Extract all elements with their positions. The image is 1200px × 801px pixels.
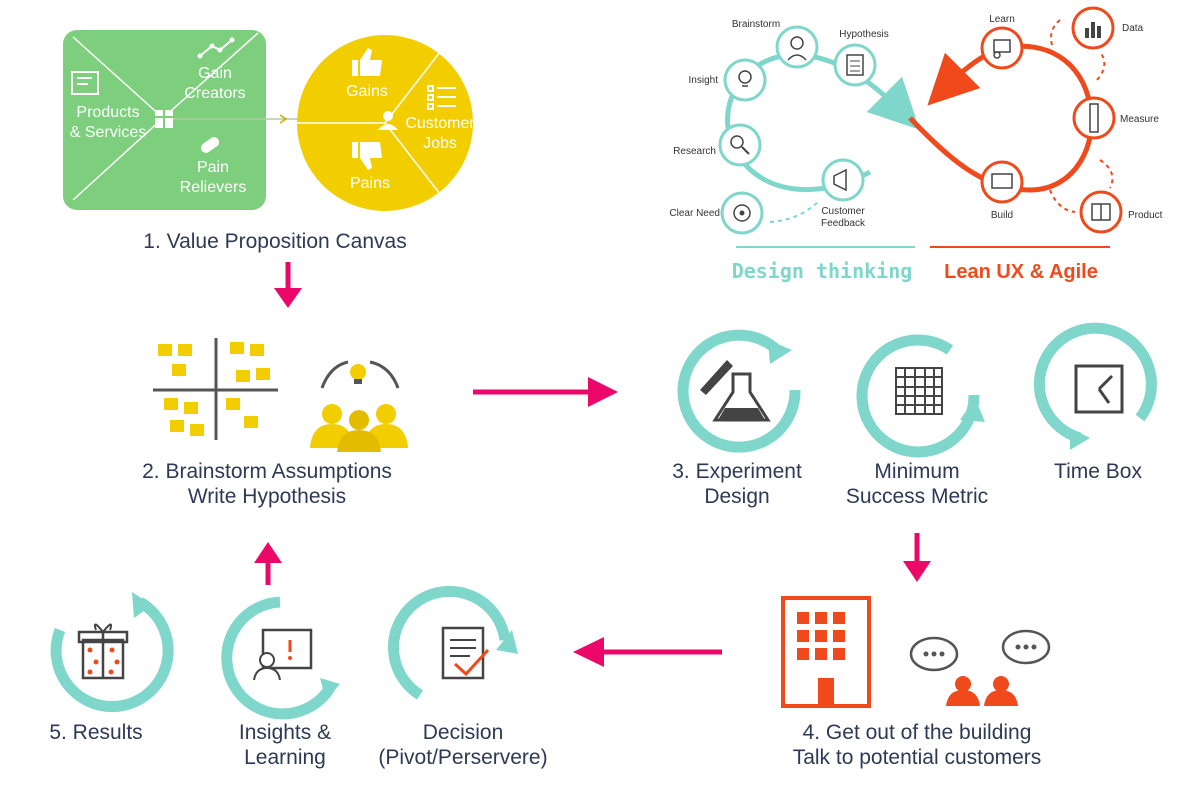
brainstorm-node	[775, 25, 819, 69]
hypothesis-node	[833, 43, 877, 87]
build-node	[980, 160, 1024, 204]
insight-node-label: Insight	[689, 75, 719, 86]
research-node	[718, 123, 762, 167]
flow-arrow-3-to-4	[903, 533, 931, 582]
step-1-label: 1. Value Proposition Canvas	[143, 230, 406, 253]
step-4-label-2: Talk to potential customers	[793, 746, 1042, 769]
pains-label: Pains	[350, 175, 390, 192]
brainstorm-node-label: Brainstorm	[732, 19, 780, 30]
customer-feedback-label-1: Customer	[821, 206, 865, 217]
pain-relievers-icon	[200, 137, 220, 153]
learn-node	[980, 26, 1024, 70]
data-node	[1071, 6, 1115, 50]
pain-relievers-label-2: Relievers	[180, 179, 247, 196]
step-2-label-2: Write Hypothesis	[188, 485, 346, 508]
checklist-icon	[427, 85, 456, 110]
decision-icon	[388, 585, 518, 700]
team-ideas-icon	[310, 360, 408, 452]
metric-label-2: Success Metric	[846, 485, 988, 508]
clear-need-node-label: Clear Need	[669, 208, 720, 219]
thumbs-down-icon	[352, 142, 382, 170]
time-box-icon	[1033, 322, 1157, 450]
gift-box-icon	[155, 110, 173, 128]
customer-jobs-label-2: Jobs	[423, 135, 457, 152]
insights-icon	[221, 596, 340, 720]
brainstorm-matrix-icon	[153, 338, 278, 440]
gain-creators-label-2: Creators	[184, 85, 245, 102]
insights-label-1: Insights &	[239, 721, 331, 744]
products-services-label-1: Products	[76, 104, 139, 121]
gains-label: Gains	[346, 83, 388, 100]
thumbs-up-icon	[352, 48, 382, 76]
research-node-label: Research	[673, 146, 716, 157]
step-3-label-1: 3. Experiment	[672, 460, 802, 483]
customer-feedback-label-2: Feedback	[821, 218, 866, 229]
design-thinking-label: Design thinking	[732, 259, 913, 283]
value-proposition-canvas: Products & Services Gain Creators Pain R…	[63, 30, 475, 211]
customer-feedback-node	[821, 158, 865, 202]
insights-label-2: Learning	[244, 746, 326, 769]
step-3-label-2: Design	[704, 485, 769, 508]
insight-node	[723, 58, 767, 102]
customer-jobs-label-1: Customer	[405, 115, 475, 132]
pain-relievers-label-1: Pain	[197, 159, 229, 176]
step-5-label: 5. Results	[49, 721, 142, 744]
metric-label-1: Minimum	[874, 460, 959, 483]
conversation-icon	[909, 629, 1051, 706]
product-node	[1079, 190, 1123, 234]
infinity-loop-diagram: Brainstorm Hypothesis Insight Research C…	[669, 6, 1163, 283]
time-box-label: Time Box	[1054, 460, 1142, 483]
decision-label-1: Decision	[423, 721, 504, 744]
building-icon	[781, 596, 871, 708]
measure-node-label: Measure	[1120, 114, 1159, 125]
products-icon	[71, 71, 99, 95]
measure-node	[1072, 96, 1116, 140]
clear-need-node	[720, 191, 764, 235]
data-node-label: Data	[1122, 23, 1144, 34]
lean-ux-agile-label: Lean UX & Agile	[944, 261, 1098, 283]
gain-creators-label-1: Gain	[198, 65, 232, 82]
gain-creators-icon	[199, 39, 233, 57]
products-services-label-2: & Services	[70, 124, 146, 141]
flow-arrow-2-to-3	[473, 377, 618, 407]
product-node-label: Product	[1128, 210, 1163, 221]
customer-person-icon	[378, 111, 398, 130]
step-2-label-1: 2. Brainstorm Assumptions	[142, 460, 392, 483]
build-node-label: Build	[991, 210, 1013, 221]
learn-node-label: Learn	[989, 14, 1015, 25]
flow-arrow-1-to-2	[274, 262, 302, 308]
metric-grid-icon	[856, 334, 985, 458]
flow-arrow-insights-to-2	[254, 542, 282, 585]
step-4-label-1: 4. Get out of the building	[803, 721, 1032, 744]
hypothesis-node-label: Hypothesis	[839, 29, 888, 40]
results-gift-icon	[50, 592, 174, 713]
experiment-icon	[677, 329, 801, 453]
flow-arrow-4-to-decision	[573, 637, 722, 667]
decision-label-2: (Pivot/Perservere)	[378, 746, 547, 769]
